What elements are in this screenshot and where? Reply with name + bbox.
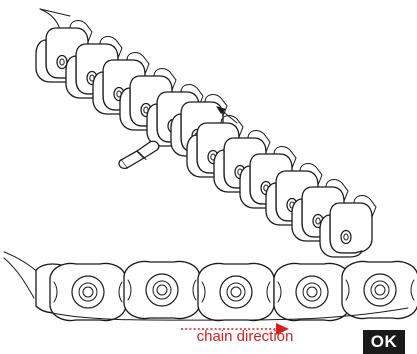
lower-chain-segment (4, 252, 417, 320)
lower-link-5 (342, 262, 417, 319)
lower-link-3 (198, 264, 274, 321)
lower-link-2 (124, 262, 200, 319)
lower-link-4 (274, 264, 350, 321)
chain-direction-label: chain direction (179, 328, 311, 346)
ok-badge: OK (363, 330, 405, 354)
lower-link-1 (50, 264, 126, 321)
connecting-pin-icon (119, 141, 159, 168)
upper-chain-segment (36, 9, 376, 257)
